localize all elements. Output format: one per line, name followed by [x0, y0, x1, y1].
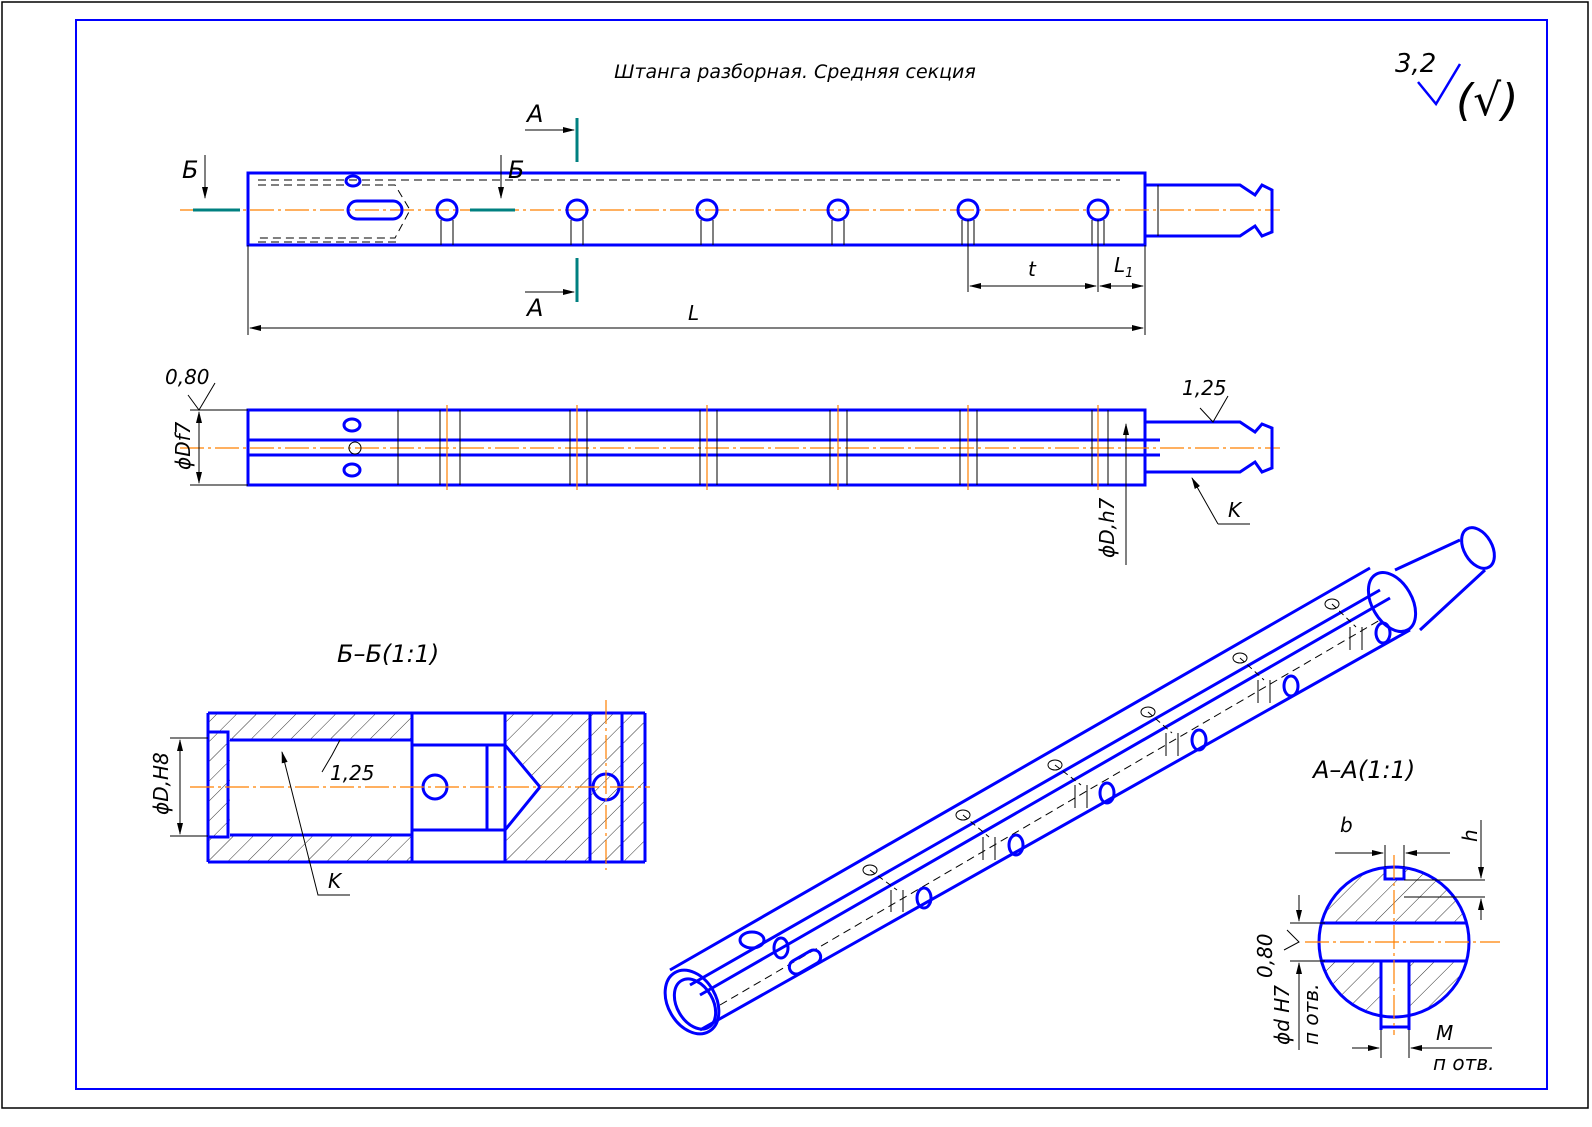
dim-b: b: [1340, 813, 1353, 837]
side-view: 0,80 ϕDf7 1,25 K ϕD,h7: [165, 365, 1280, 565]
dim-diameter-right: ϕD,h7: [1095, 497, 1119, 558]
dim-pitch: t: [1028, 257, 1037, 281]
dim-m: M: [1436, 1021, 1453, 1045]
drawing-title: Штанга разборная. Средняя секция: [614, 61, 976, 83]
section-bb: Б–Б(1:1) ϕD,H8 1,25 K: [149, 640, 650, 896]
dim-end: L1: [1114, 253, 1133, 281]
section-bb-roughness: 1,25: [330, 761, 375, 785]
isometric-view: [663, 526, 1496, 1036]
section-bb-diameter: ϕD,H8: [149, 752, 173, 815]
check-mark-icon: [1417, 63, 1462, 107]
roughness-symbol: 3,2 (√): [1395, 49, 1518, 126]
section-bb-title: Б–Б(1:1): [337, 640, 439, 668]
section-aa: А–А(1:1) b h 0,80 ϕd H7 п отв. M п отв.: [1253, 756, 1500, 1075]
cut-label-a-top: А: [525, 100, 543, 128]
dim-length: L: [688, 301, 699, 325]
leader-k-side: K: [1228, 498, 1243, 522]
roughness-left: 0,80: [165, 365, 210, 389]
main-view: Б Б А А t L1 L: [180, 100, 1280, 335]
dim-hole-diameter: ϕd H7: [1270, 985, 1294, 1045]
roughness-value: 3,2: [1395, 49, 1436, 79]
cut-label-a-bottom: А: [525, 294, 543, 322]
cut-label-b-right: Б: [508, 156, 524, 184]
section-aa-title: А–А(1:1): [1311, 756, 1415, 784]
dim-diameter-left: ϕDf7: [171, 421, 195, 470]
roughness-right: 1,25: [1182, 376, 1227, 400]
section-aa-roughness: 0,80: [1253, 933, 1277, 978]
leader-k-section: K: [328, 869, 343, 893]
cut-label-b-left: Б: [182, 156, 198, 184]
roughness-general: (√): [1456, 75, 1518, 126]
dim-h: h: [1458, 829, 1482, 842]
drawing-frame: [75, 19, 1548, 1090]
hole-count-right: п отв.: [1433, 1051, 1494, 1075]
hole-count-left: п отв.: [1299, 984, 1323, 1045]
